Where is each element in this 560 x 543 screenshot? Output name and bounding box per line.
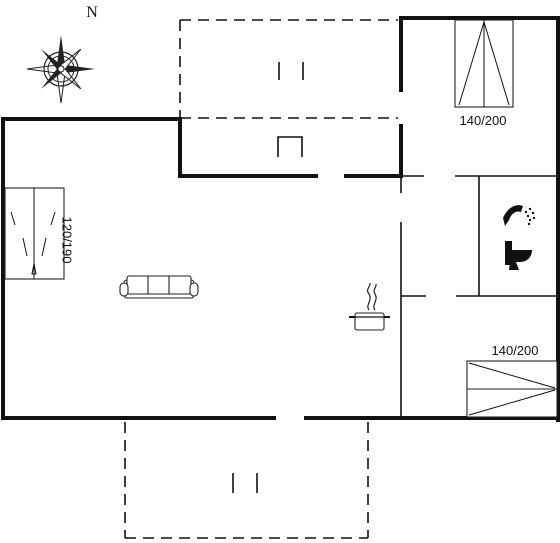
bed-top-right	[454, 19, 514, 108]
interior-partitions	[400, 175, 558, 418]
bed-label-bottom-right: 140/200	[492, 343, 539, 358]
bed-label-top-right: 140/200	[460, 113, 507, 128]
toilet-icon	[505, 241, 532, 270]
walls	[1, 16, 560, 422]
north-label: N	[86, 4, 98, 21]
compass-rose-icon	[26, 35, 95, 104]
shower-icon	[503, 205, 536, 226]
bed-bottom-right	[466, 360, 558, 418]
cooking-pot-icon	[349, 282, 390, 331]
sofa-icon	[119, 275, 199, 299]
bed-left	[4, 187, 65, 280]
terrace-top	[179, 19, 398, 157]
terrace-bottom	[124, 422, 369, 539]
bed-label-left: 120/190	[60, 217, 75, 264]
